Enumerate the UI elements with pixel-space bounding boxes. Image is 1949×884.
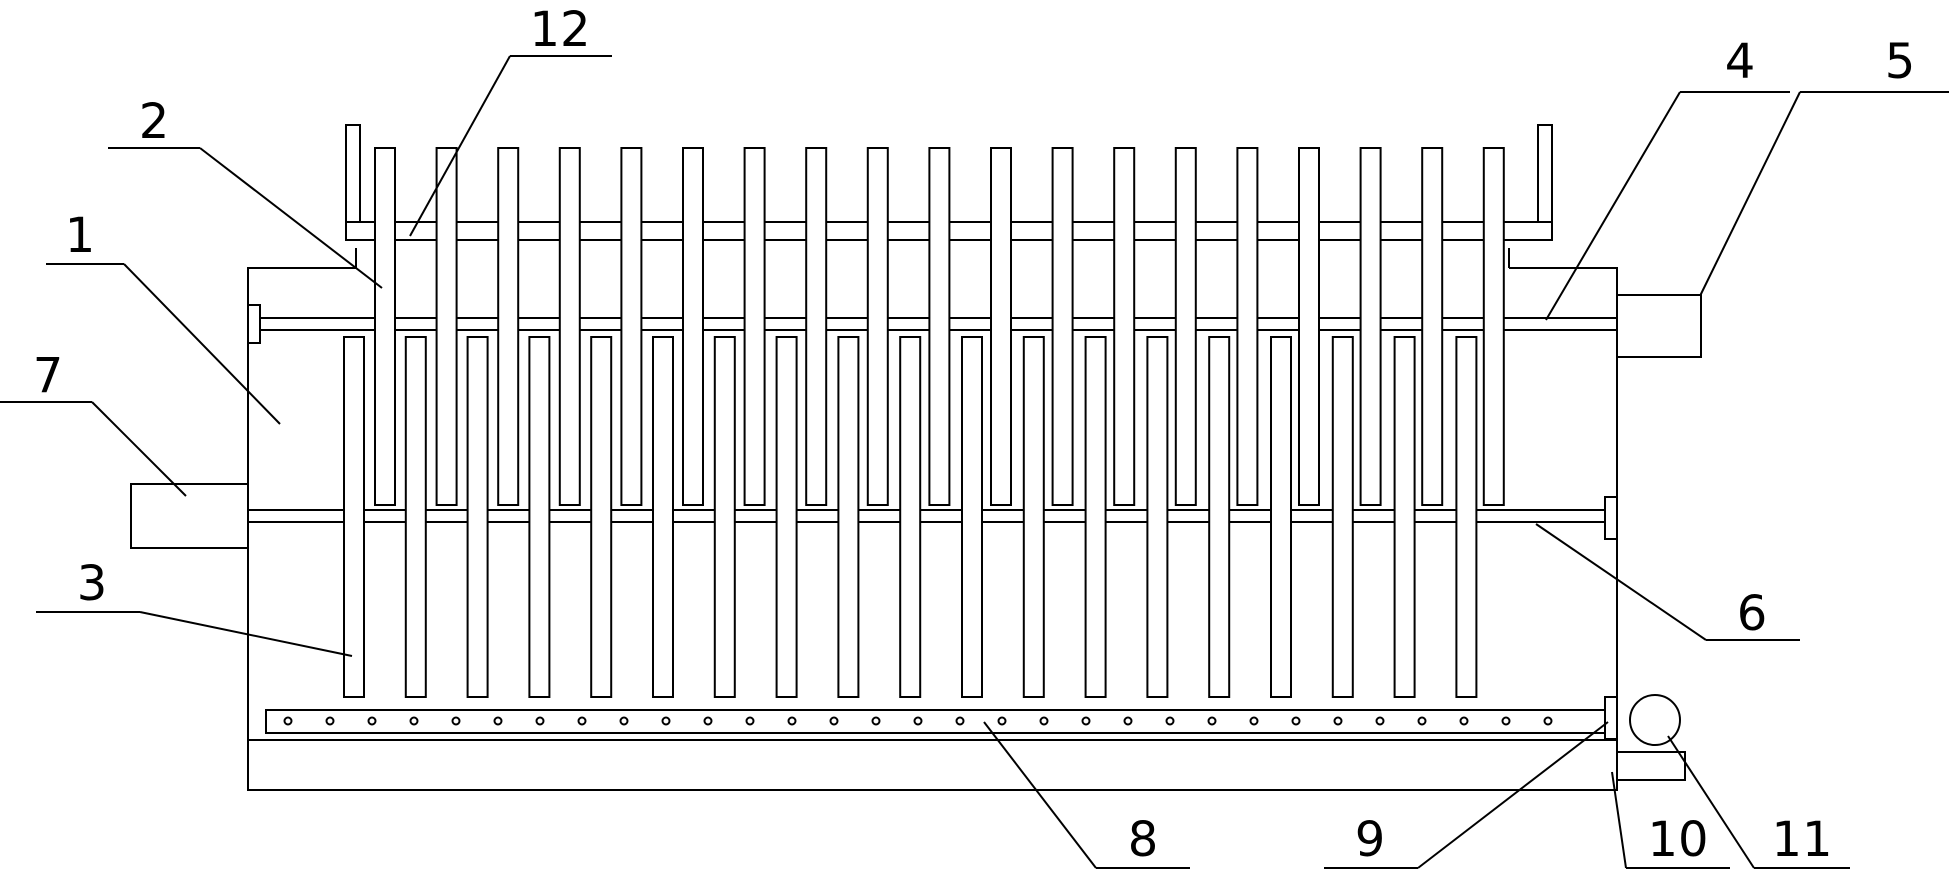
- upper-plate: [1482, 147, 1505, 506]
- label-5: 5: [1885, 34, 1916, 90]
- label-12: 12: [529, 2, 590, 58]
- pipe-hole: [1207, 716, 1217, 726]
- pipe-hole: [1165, 716, 1175, 726]
- lower-plate: [837, 336, 860, 698]
- pipe-hole: [367, 716, 377, 726]
- upper-plates: [374, 147, 1505, 506]
- pipe-hole: [1123, 716, 1133, 726]
- lower-plate: [466, 336, 489, 698]
- upper-plate: [558, 147, 581, 506]
- lower-plate: [1331, 336, 1354, 698]
- lower-plate: [528, 336, 551, 698]
- label-10: 10: [1647, 812, 1708, 868]
- pipe-hole: [787, 716, 797, 726]
- pipe-hole: [1501, 716, 1511, 726]
- pipe-hole: [577, 716, 587, 726]
- upper-plate: [435, 147, 458, 506]
- pump-assembly: [1604, 694, 1686, 781]
- pipe-hole: [325, 716, 335, 726]
- lower-plate: [713, 336, 736, 698]
- pipe-hole: [1333, 716, 1343, 726]
- pipe-hole: [661, 716, 671, 726]
- upper-plate: [620, 147, 643, 506]
- pipe-hole: [913, 716, 923, 726]
- pipe-hole: [1291, 716, 1301, 726]
- pipe-hole: [871, 716, 881, 726]
- upper-plate: [1421, 147, 1444, 506]
- upper-plate: [990, 147, 1012, 506]
- label-4: 4: [1725, 34, 1756, 90]
- lower-plate: [1455, 336, 1478, 698]
- label-9: 9: [1355, 812, 1386, 868]
- pipe-hole: [703, 716, 713, 726]
- upper-plate: [805, 147, 828, 506]
- upper-plate: [866, 147, 889, 506]
- pipe-hole: [1417, 716, 1427, 726]
- pipe-holes: [283, 716, 1553, 726]
- lower-plate: [343, 336, 365, 698]
- pipe-hole: [745, 716, 755, 726]
- lower-plate: [899, 336, 922, 698]
- lower-plate: [1270, 336, 1292, 698]
- callout-labels: 1 2 3 4 5 6 7 8 9 10 11 12: [33, 2, 1916, 868]
- upper-plate: [1174, 147, 1197, 506]
- pipe-hole: [409, 716, 419, 726]
- pipe-hole: [451, 716, 461, 726]
- pipe-hole: [535, 716, 545, 726]
- upper-plate: [743, 147, 766, 506]
- pipe-hole: [493, 716, 503, 726]
- housing: [247, 248, 1618, 791]
- lower-plate: [652, 336, 674, 698]
- upper-plate: [1359, 147, 1382, 506]
- lower-plate: [1208, 336, 1231, 698]
- upper-plate: [1298, 147, 1320, 506]
- pipe-hole: [1375, 716, 1385, 726]
- pipe-hole: [1081, 716, 1091, 726]
- perforated-pipe: [265, 709, 1613, 734]
- upper-plate: [1236, 147, 1259, 506]
- label-1: 1: [65, 208, 96, 264]
- lower-plate: [590, 336, 613, 698]
- lower-plate: [961, 336, 983, 698]
- label-3: 3: [77, 556, 108, 612]
- pipe-hole: [1543, 716, 1553, 726]
- lower-plates: [343, 336, 1478, 698]
- motor-5: [1616, 294, 1702, 358]
- lower-plate: [1084, 336, 1107, 698]
- upper-plate: [928, 147, 951, 506]
- pipe-hole: [997, 716, 1007, 726]
- pipe-hole: [829, 716, 839, 726]
- label-7: 7: [33, 348, 64, 404]
- lower-plate: [1022, 336, 1045, 698]
- label-11: 11: [1771, 812, 1832, 868]
- pipe-hole: [1039, 716, 1049, 726]
- lower-plate: [775, 336, 798, 698]
- label-6: 6: [1737, 586, 1768, 642]
- lower-plate: [1146, 336, 1169, 698]
- lower-shaft: [247, 496, 1618, 540]
- pipe-hole: [1249, 716, 1259, 726]
- lower-plate: [1393, 336, 1416, 698]
- pipe-hole: [283, 716, 293, 726]
- upper-plate: [497, 147, 520, 506]
- leader-lines: [0, 55, 1949, 869]
- upper-plate: [1113, 147, 1136, 506]
- motor-7: [130, 483, 249, 549]
- upper-plate: [374, 147, 396, 506]
- pump-11: [1629, 694, 1681, 746]
- pipe-hole: [1459, 716, 1469, 726]
- lower-plate: [404, 336, 427, 698]
- label-8: 8: [1128, 812, 1159, 868]
- upper-plate: [1051, 147, 1074, 506]
- label-2: 2: [139, 94, 170, 150]
- pipe-hole: [955, 716, 965, 726]
- upper-plate: [682, 147, 704, 506]
- pipe-hole: [619, 716, 629, 726]
